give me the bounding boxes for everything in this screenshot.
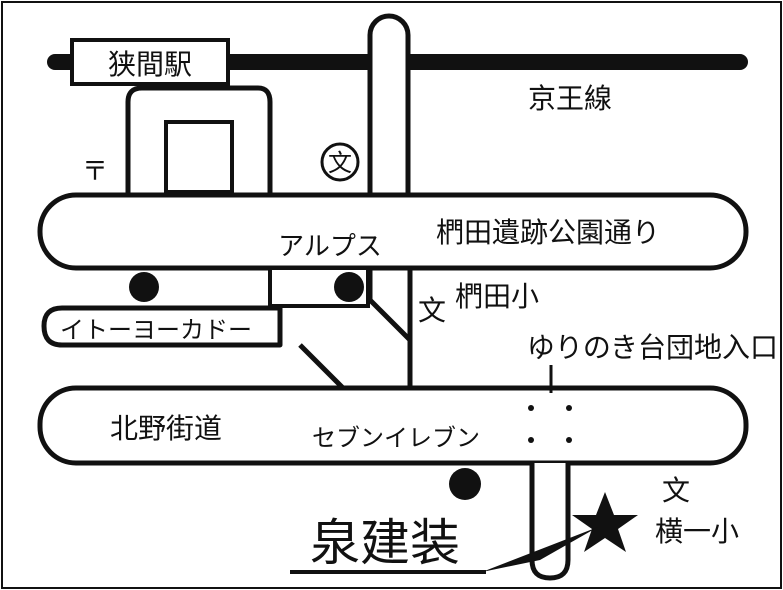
kunugida-school-label: 椚田小 — [455, 280, 539, 313]
school-circle-symbol: 文 — [328, 149, 352, 177]
destination-label: 泉建装 — [310, 514, 460, 572]
ito-yokado-label: イトーヨーカドー — [60, 316, 252, 344]
post-office-icon: 〒 — [82, 157, 108, 187]
entrance-label: ゆりのき台団地入口 — [527, 331, 778, 364]
crosswalk-dots — [528, 405, 572, 443]
station-label: 狭間駅 — [108, 48, 192, 81]
south-road — [529, 463, 571, 581]
railway-label: 京王線 — [528, 82, 612, 115]
north-road — [367, 13, 411, 219]
kitano-kaido-label: 北野街道 — [110, 412, 222, 445]
alps-label: アルプス — [278, 232, 382, 262]
school-circle-icon — [320, 142, 360, 182]
destination-pointer — [482, 527, 598, 572]
alps-marker — [334, 272, 364, 302]
station-box — [70, 38, 230, 86]
seven-eleven-label: セブンイレブン — [312, 424, 480, 452]
park-street-label: 椚田遺跡公園通り — [436, 216, 660, 249]
kunugida-school-symbol: 文 — [418, 294, 446, 327]
ito-yokado-road — [41, 305, 283, 348]
ito-yokado-marker — [129, 272, 159, 302]
destination-star-icon — [572, 492, 638, 552]
station-building — [164, 120, 234, 194]
seven-eleven-marker — [449, 468, 481, 500]
yokoichi-school-label: 横一小 — [655, 515, 739, 548]
yokoichi-school-symbol: 文 — [662, 474, 690, 507]
